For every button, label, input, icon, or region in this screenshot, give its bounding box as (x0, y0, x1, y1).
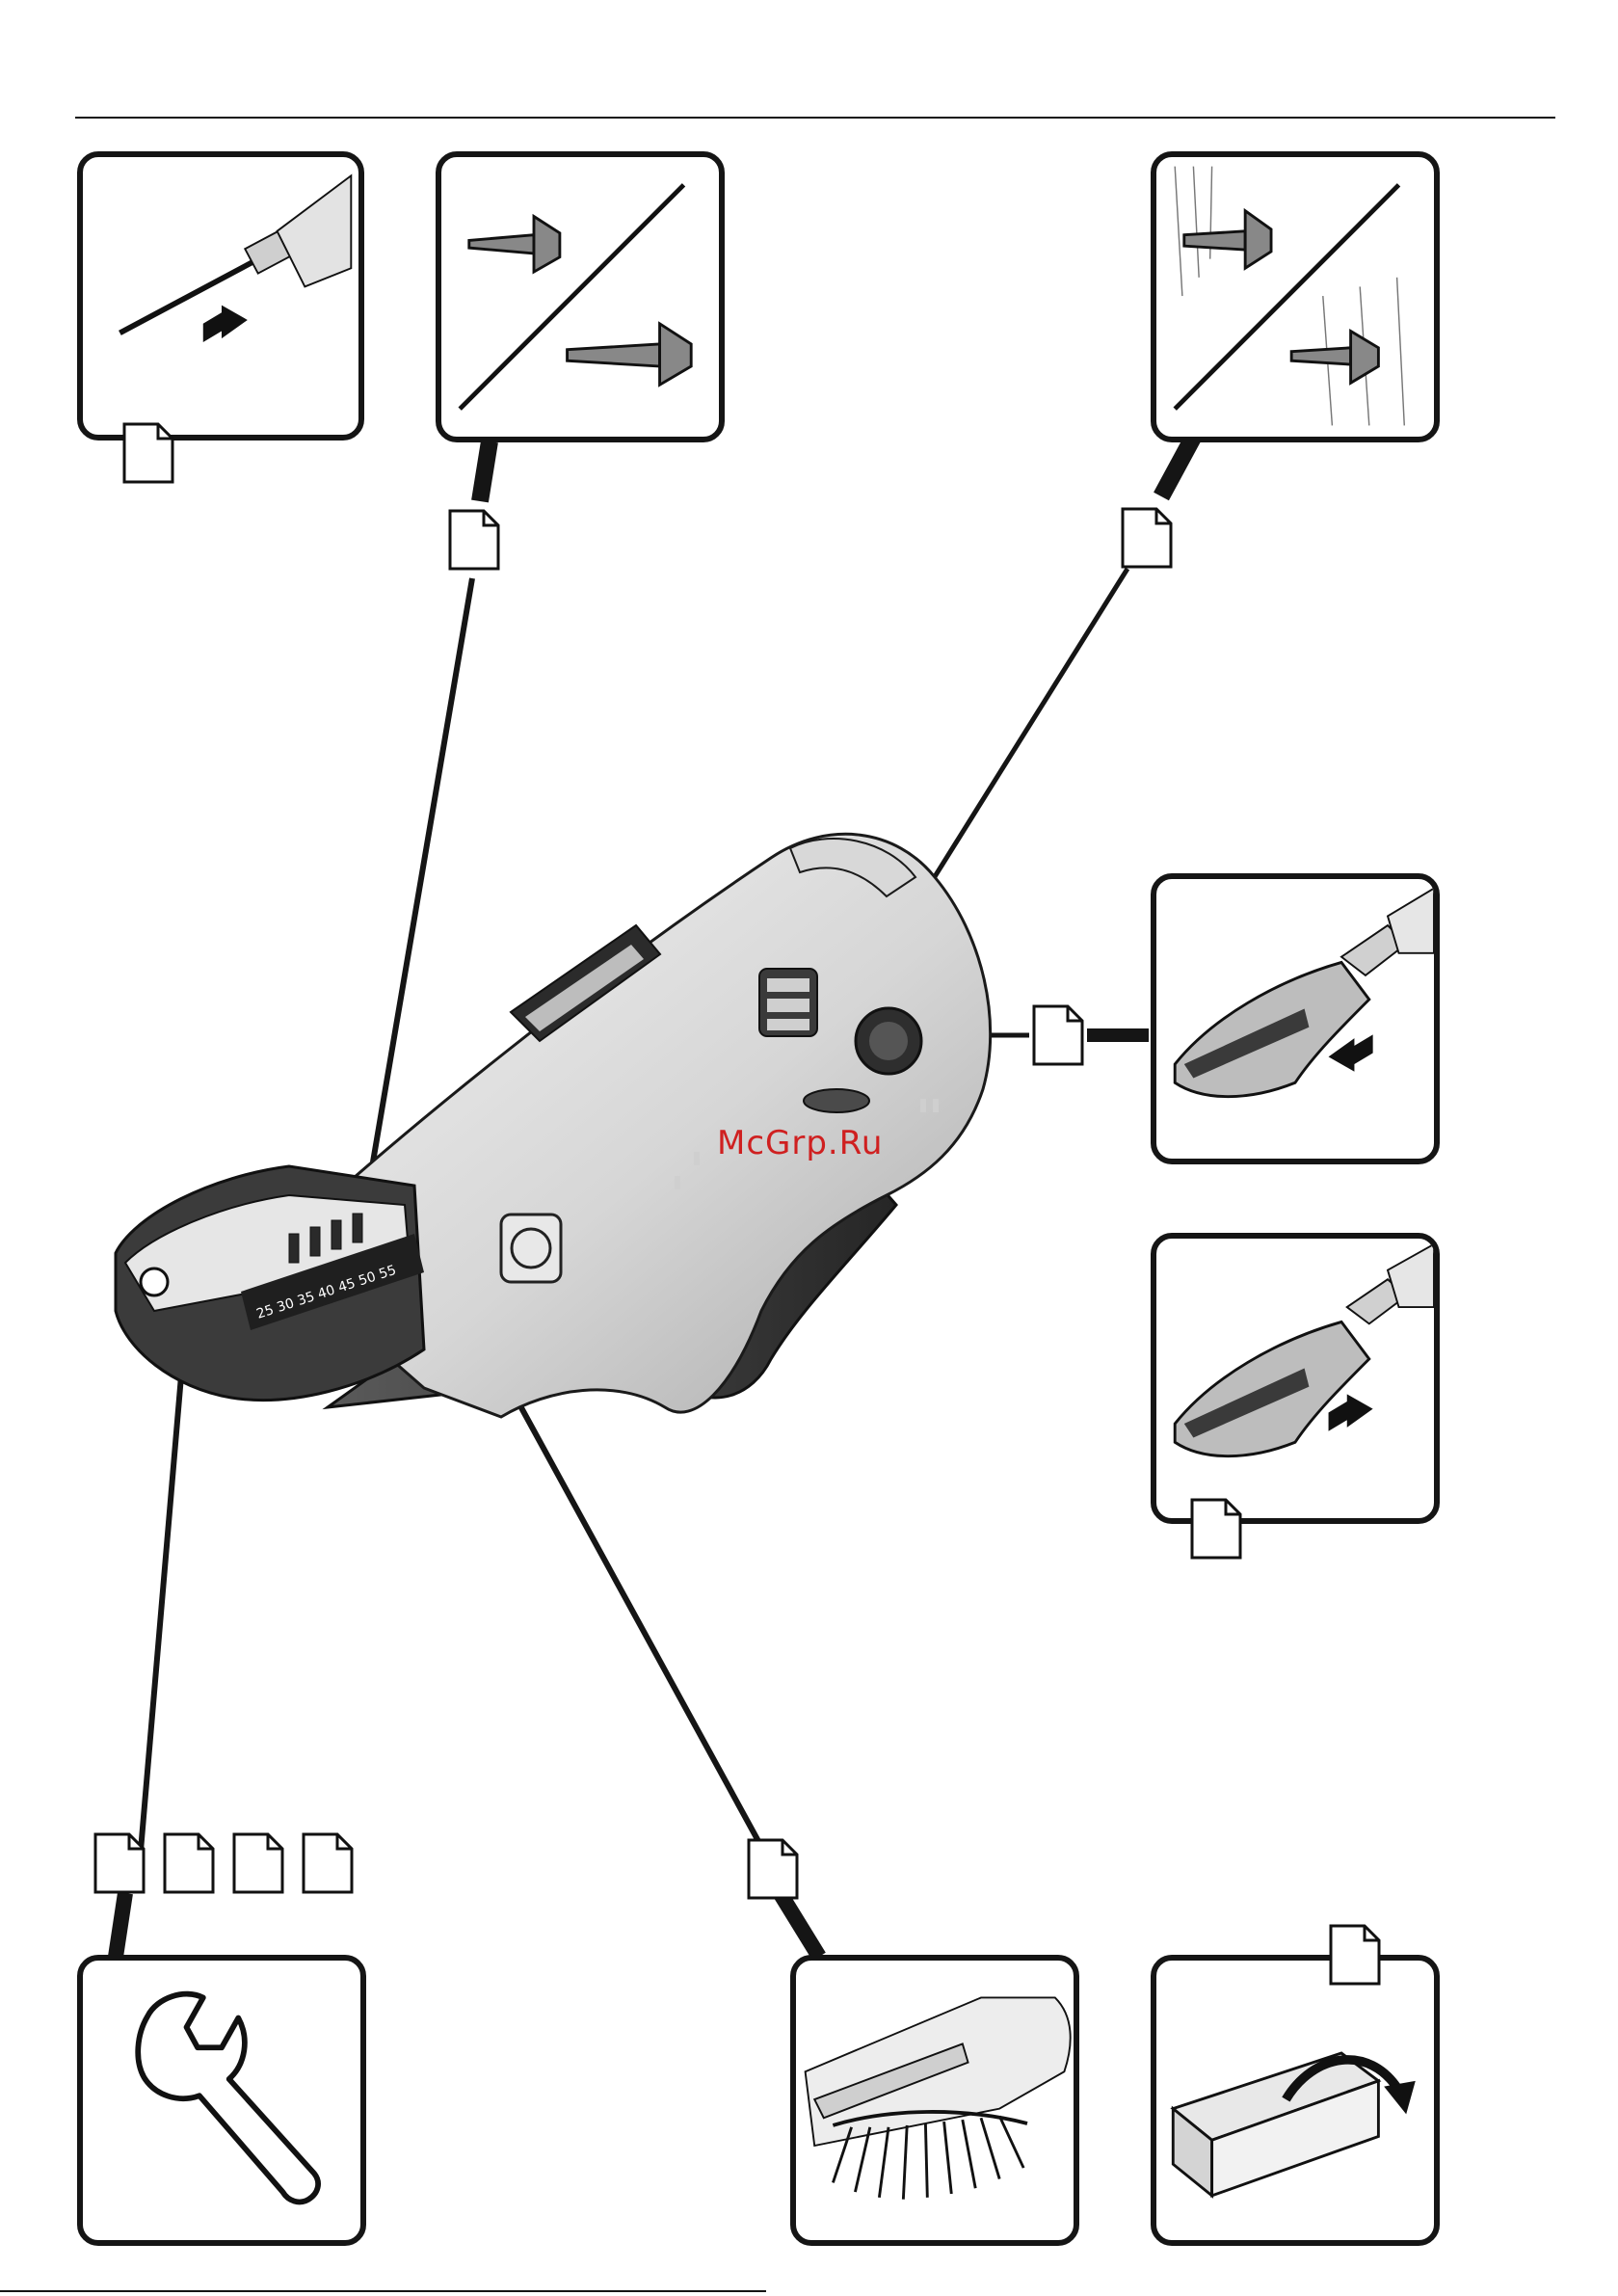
page-icon (231, 1831, 285, 1895)
watermark: McGrp.Ru (717, 1124, 883, 1162)
page-icon (162, 1831, 216, 1895)
detach-attachment-icon (1156, 879, 1434, 1159)
page-icon (301, 1831, 355, 1895)
panel-screw-strip (790, 1955, 1079, 2246)
page-icon (1189, 1497, 1243, 1561)
panel-maintenance (77, 1955, 366, 2246)
screw-types-icon (441, 157, 719, 437)
wrench-icon (83, 1961, 360, 2240)
panel-material-thickness (1151, 151, 1440, 442)
page-icon (1328, 1923, 1382, 1987)
page-icon (447, 508, 501, 572)
panel-detach-attachment (1151, 873, 1440, 1164)
attach-attachment-icon (1156, 1239, 1434, 1518)
drill-bit-icon (83, 157, 358, 435)
panel-bit-insert (77, 151, 364, 441)
box-icon (1156, 1961, 1434, 2240)
page-icon (121, 421, 175, 485)
page-icon (1120, 506, 1174, 570)
screw-strip-icon (796, 1961, 1074, 2240)
panel-accessories-box (1151, 1955, 1440, 2246)
page-icon (1031, 1003, 1085, 1067)
page-icon (746, 1837, 800, 1901)
panel-attach-attachment (1151, 1233, 1440, 1524)
bottom-rule (0, 2290, 766, 2292)
page-icon (93, 1831, 146, 1895)
panel-screw-types (436, 151, 725, 442)
screw-in-wood-icon (1156, 157, 1434, 437)
